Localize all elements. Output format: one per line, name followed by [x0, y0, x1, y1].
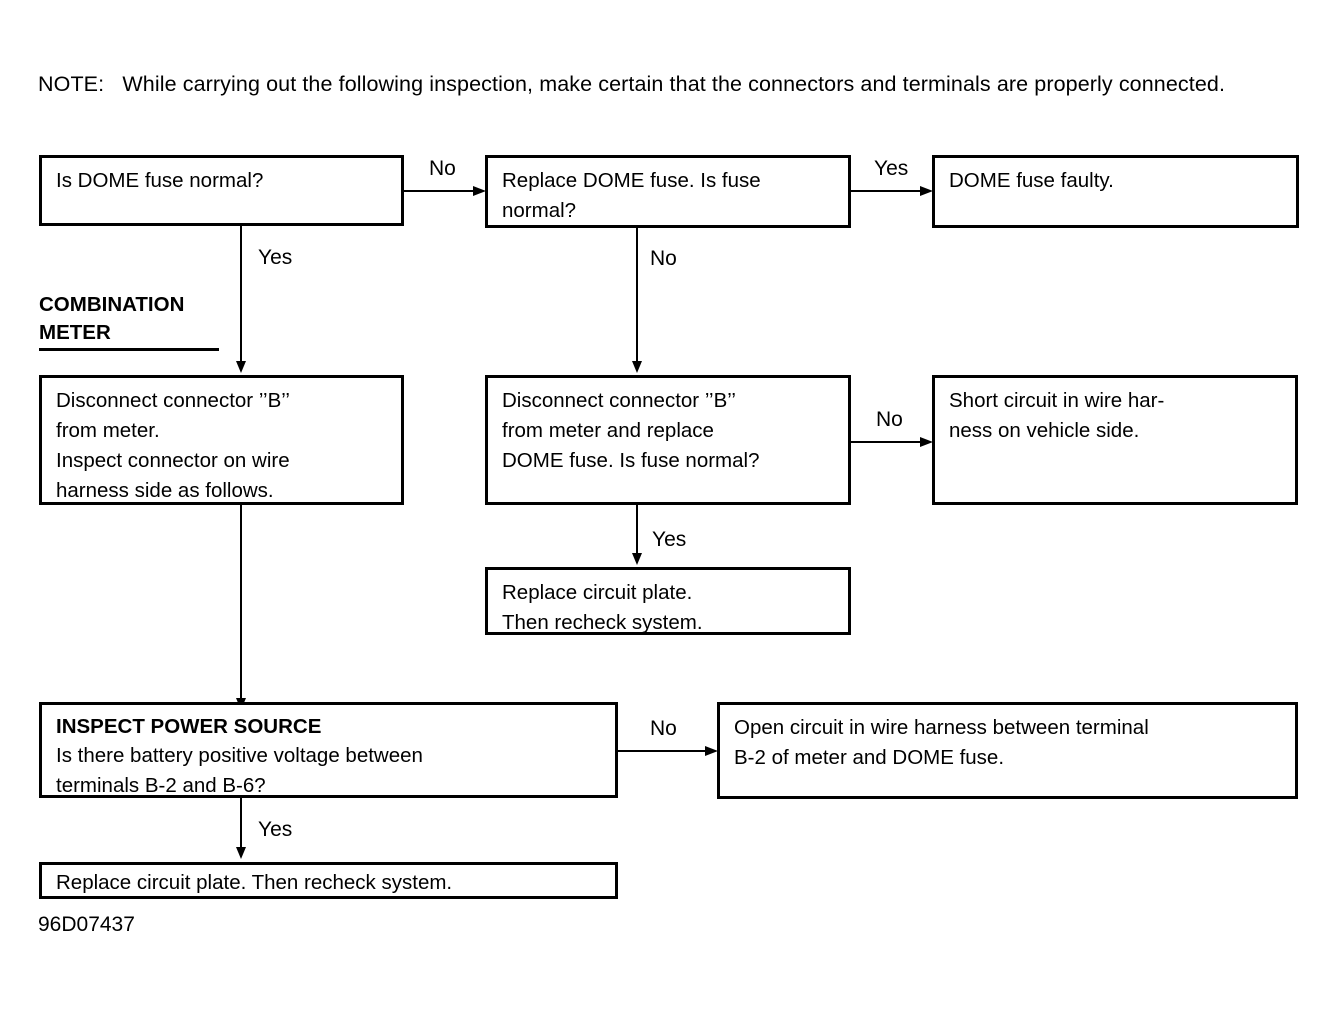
box-text: Open circuit in wire harness between ter… — [734, 716, 1149, 769]
edge-label-no-4: No — [650, 717, 677, 740]
box-replace-circuit-plate-final: Replace circuit plate. Then recheck syst… — [39, 862, 618, 899]
box-replace-circuit-plate-recheck: Replace circuit plate. Then recheck syst… — [485, 567, 851, 635]
box-text: Short circuit in wire har- ness on vehic… — [949, 389, 1165, 442]
edge-arrowhead-b1-b4 — [236, 361, 246, 373]
edge-line-b1-b2 — [404, 190, 476, 192]
edge-line-b5-b7 — [636, 505, 638, 557]
edge-line-b8-b10 — [240, 798, 242, 850]
box-disconnect-connector-b-replace-fuse: Disconnect connector ’’B’’ from meter an… — [485, 375, 851, 505]
figure-code: 96D07437 — [38, 913, 135, 936]
edge-line-b5-b6 — [851, 441, 923, 443]
edge-label-no-2: No — [650, 247, 677, 270]
edge-line-b1-b4 — [240, 226, 242, 363]
edge-label-yes-1: Yes — [874, 157, 909, 180]
box-heading: INSPECT POWER SOURCE — [56, 715, 322, 738]
edge-arrowhead-b2-b3 — [920, 186, 933, 196]
box-text: Replace circuit plate. Then recheck syst… — [56, 871, 453, 894]
note-paragraph: NOTE: While carrying out the following i… — [38, 72, 1226, 96]
box-replace-dome-fuse: Replace DOME fuse. Is fuse normal? — [485, 155, 851, 228]
section-heading-combination-meter: COMBINATION METER — [39, 293, 185, 344]
box-is-dome-fuse-normal: Is DOME fuse normal? — [39, 155, 404, 226]
edge-arrowhead-b5-b6 — [920, 437, 933, 447]
box-disconnect-connector-b-meter: Disconnect connector ’’B’’ from meter. I… — [39, 375, 404, 505]
edge-arrowhead-b2-b5 — [632, 361, 642, 373]
edge-label-yes-3: Yes — [652, 528, 687, 551]
edge-arrowhead-b5-b7 — [632, 553, 642, 565]
section-heading-rule — [39, 348, 219, 351]
box-open-circuit-wire-harness: Open circuit in wire harness between ter… — [717, 702, 1298, 799]
box-text: Replace DOME fuse. Is fuse normal? — [502, 169, 761, 222]
box-text: Disconnect connector ’’B’’ from meter an… — [502, 389, 760, 472]
box-text: DOME fuse faulty. — [949, 169, 1114, 192]
edge-label-yes-4: Yes — [258, 818, 293, 841]
edge-line-b8-b9 — [618, 750, 708, 752]
box-text: Is there battery positive voltage betwee… — [56, 744, 423, 797]
edge-arrowhead-b8-b9 — [705, 746, 718, 756]
edge-arrowhead-b1-b2 — [473, 186, 486, 196]
edge-line-b2-b3 — [851, 190, 923, 192]
box-dome-fuse-faulty: DOME fuse faulty. — [932, 155, 1299, 228]
edge-line-b4-b8 — [240, 505, 242, 701]
box-text: Is DOME fuse normal? — [56, 169, 264, 192]
box-inspect-power-source: INSPECT POWER SOURCE Is there battery po… — [39, 702, 618, 798]
box-text: Disconnect connector ’’B’’ from meter. I… — [56, 389, 290, 502]
box-short-circuit-wire-harness: Short circuit in wire har- ness on vehic… — [932, 375, 1298, 505]
edge-line-b2-b5 — [636, 228, 638, 363]
edge-label-yes-2: Yes — [258, 246, 293, 269]
edge-label-no-3: No — [876, 408, 903, 431]
edge-arrowhead-b8-b10 — [236, 847, 246, 859]
edge-label-no-1: No — [429, 157, 456, 180]
box-text: Replace circuit plate. Then recheck syst… — [502, 581, 703, 634]
